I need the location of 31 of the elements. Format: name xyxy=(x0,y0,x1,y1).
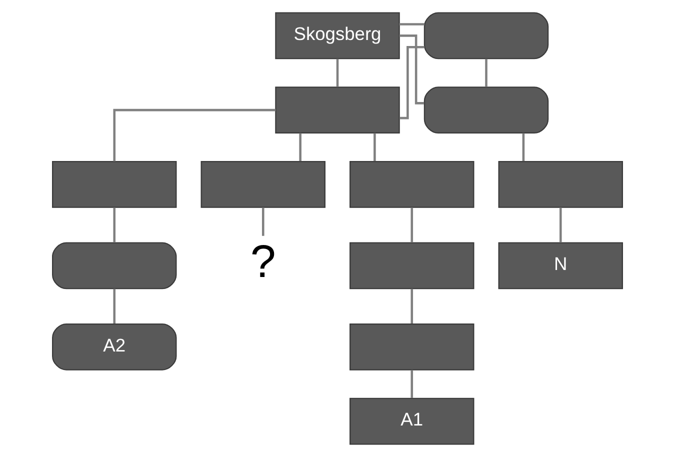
connector xyxy=(113,288,116,324)
node-box xyxy=(52,160,177,208)
node-box: N xyxy=(498,242,623,290)
node-box: A1 xyxy=(350,398,474,445)
connector xyxy=(485,58,488,87)
node-box xyxy=(350,160,474,208)
node-box xyxy=(424,86,549,134)
connector xyxy=(299,133,302,162)
node-box xyxy=(275,86,400,134)
node-box xyxy=(424,12,549,60)
connector xyxy=(399,23,424,26)
connector xyxy=(113,108,276,162)
connector xyxy=(113,208,116,242)
connector xyxy=(336,58,339,87)
node-box xyxy=(52,242,177,290)
connector xyxy=(374,133,376,162)
node-box xyxy=(350,323,474,370)
node-box xyxy=(200,160,326,208)
connector xyxy=(410,208,414,242)
node-box xyxy=(350,242,474,290)
connector xyxy=(399,34,424,104)
node-box: Skogsberg xyxy=(275,12,400,60)
node-box xyxy=(498,160,623,208)
connector xyxy=(522,133,525,162)
connector xyxy=(262,208,264,236)
connector xyxy=(559,208,562,242)
connector xyxy=(400,46,424,120)
connector xyxy=(410,288,414,324)
node-text: ? xyxy=(250,236,276,288)
node-box: A2 xyxy=(52,323,177,370)
connector xyxy=(410,370,414,398)
